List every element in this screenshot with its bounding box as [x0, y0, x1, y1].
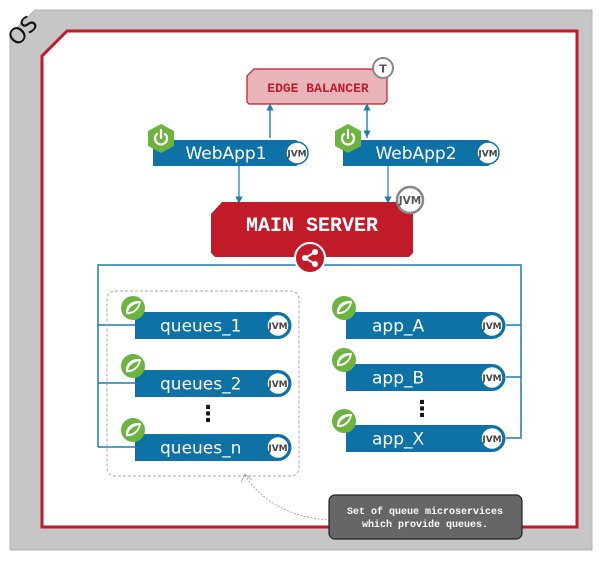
queues-item-label: queues_n — [160, 439, 241, 459]
jvm-badge-label: JVM — [481, 435, 501, 445]
apps-item-label: app_A — [372, 317, 424, 337]
webapp1-service[interactable]: WebApp1 JVM — [148, 124, 309, 166]
queues-item-service[interactable]: queues_n JVM — [121, 418, 292, 461]
jvm-badge-label: JVM — [477, 150, 497, 160]
apps-item-label: app_B — [372, 369, 424, 389]
jvm-badge-label: JVM — [267, 322, 287, 332]
apps-item-service[interactable]: app_B JVM — [332, 348, 506, 391]
queues-item-bar[interactable] — [135, 370, 292, 397]
share-icon — [294, 242, 326, 274]
power-icon — [148, 124, 174, 153]
webapp2-label: WebApp2 — [375, 144, 456, 164]
os-inner-frame — [40, 29, 579, 529]
spring-leaf-icon — [121, 418, 145, 442]
queues-group-box — [106, 290, 300, 477]
webapp-server-links — [235, 166, 392, 204]
note-line1: Set of queue microservices — [347, 506, 503, 518]
queues-item-service[interactable]: queues_1 JVM — [121, 296, 292, 339]
queues-ellipsis: ⋮ — [197, 402, 219, 427]
spring-leaf-icon — [121, 296, 145, 320]
jvm-badge-label: JVM — [481, 374, 501, 384]
jvm-badge-icon — [476, 141, 500, 165]
tomcat-badge-label: T — [379, 63, 387, 76]
apps-item-service[interactable]: app_X JVM — [332, 409, 506, 452]
jvm-badge-icon — [266, 313, 290, 338]
main-server-label: MAIN SERVER — [246, 215, 378, 238]
jvm-badge-label: JVM — [267, 444, 287, 454]
jvm-badge-icon — [266, 371, 290, 396]
power-icon — [335, 124, 361, 153]
apps-item-bar[interactable] — [346, 312, 506, 339]
queues-item-label: queues_2 — [160, 375, 241, 395]
jvm-badge-label: JVM — [267, 380, 287, 390]
link-server-apps — [323, 264, 522, 439]
apps-item-service[interactable]: app_A JVM — [332, 296, 506, 339]
jvm-badge-icon — [480, 313, 504, 338]
note-pointer-arrow — [240, 473, 253, 483]
edge-balancer-label: EDGE BALANCER — [267, 81, 369, 96]
webapp1-label: WebApp1 — [185, 144, 266, 164]
tomcat-badge-icon — [372, 57, 394, 79]
apps-ellipsis: ⋮ — [411, 397, 433, 422]
main-server[interactable]: MAIN SERVER JVM — [211, 185, 425, 257]
jvm-badge-icon — [395, 185, 425, 215]
jvm-badge-label: JVM — [481, 322, 501, 332]
distribution-links — [97, 264, 522, 448]
queues-item-service[interactable]: queues_2 JVM — [121, 354, 292, 397]
webapp1-bar[interactable] — [153, 140, 304, 166]
edge-links — [266, 103, 371, 138]
jvm-badge-icon — [285, 141, 309, 165]
spring-leaf-icon — [332, 348, 356, 372]
jvm-badge-label: JVM — [286, 150, 306, 160]
jvm-badge-icon — [266, 435, 290, 460]
note-line2: which provide queues. — [362, 519, 488, 531]
spring-leaf-icon — [121, 354, 145, 378]
main-server-box[interactable] — [211, 202, 413, 257]
spring-leaf-icon — [332, 296, 356, 320]
webapp2-bar[interactable] — [343, 140, 496, 166]
note-pointer — [244, 474, 331, 521]
spring-leaf-icon — [332, 409, 356, 433]
queues-item-bar[interactable] — [135, 434, 292, 461]
apps-item-bar[interactable] — [346, 364, 506, 391]
note-box — [328, 494, 523, 540]
edge-balancer[interactable]: EDGE BALANCER T — [246, 57, 394, 105]
apps-item-bar[interactable] — [346, 425, 506, 452]
jvm-badge-icon — [480, 365, 504, 390]
queues-item-label: queues_1 — [160, 317, 241, 337]
jvm-badge-icon — [480, 426, 504, 451]
queues-item-bar[interactable] — [135, 312, 292, 339]
apps-item-label: app_X — [372, 430, 424, 450]
webapp2-service[interactable]: WebApp2 JVM — [335, 124, 500, 166]
link-server-queues — [97, 264, 297, 326]
jvm-badge-label: JVM — [398, 195, 421, 207]
note-callout: Set of queue microservices which provide… — [328, 494, 523, 540]
